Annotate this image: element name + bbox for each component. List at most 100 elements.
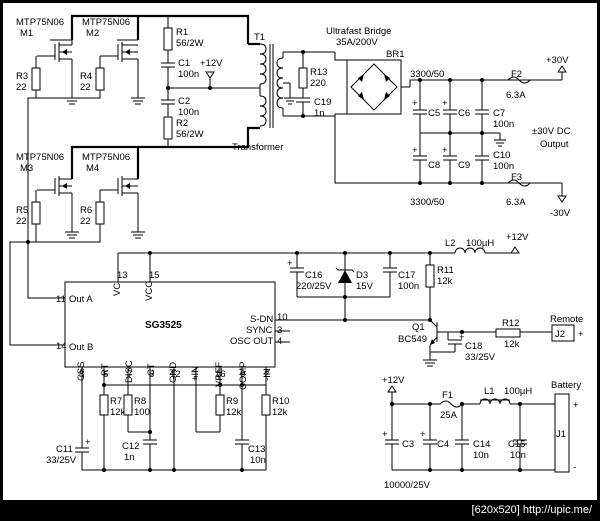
svg-text:3300/50: 3300/50 [410,197,444,208]
svg-text:6: 6 [103,369,108,380]
supply-12v-top: +12V [200,58,223,88]
svg-text:MTP75N06: MTP75N06 [82,17,130,28]
capacitor-c11: + C11 33/25V [46,437,91,470]
mosfet-m2: MTP75N06 M2 [82,17,145,105]
mosfet-m4: MTP75N06 M4 [82,152,145,239]
svg-text:COMP: COMP [238,362,249,391]
svg-text:100n: 100n [493,119,514,130]
svg-text:MTP75N06: MTP75N06 [16,152,64,163]
svg-text:+: + [412,98,418,109]
svg-text:R6: R6 [80,205,92,216]
svg-text:C4: C4 [437,439,449,450]
svg-text:+12V: +12V [506,232,529,243]
svg-text:22: 22 [80,82,91,93]
svg-text:33/25V: 33/25V [46,455,77,466]
fuse-f2: F2 6.3A [506,69,531,101]
svg-text:+: + [459,332,465,343]
svg-text:R7: R7 [110,396,122,407]
svg-text:C19: C19 [314,97,331,108]
svg-text:RT: RT [100,363,111,376]
resistor-r8: R8 100 [123,394,150,433]
svg-text:C16: C16 [305,270,322,281]
svg-text:220/25V: 220/25V [296,281,332,292]
svg-text:R1: R1 [176,27,188,38]
svg-text:6.3A: 6.3A [506,197,526,208]
svg-text:100n: 100n [493,161,514,172]
svg-text:10: 10 [277,312,288,323]
capacitor-c1: C1 100n [161,50,199,88]
svg-text:Remote: Remote [550,314,583,325]
svg-text:VC: VC [112,283,123,296]
svg-text:L2: L2 [445,238,456,249]
svg-text:12k: 12k [226,407,242,418]
capacitor-c7: C7 100n [475,108,514,130]
capacitor-c6: + C6 [442,98,470,119]
svg-text:MTP75N06: MTP75N06 [16,17,64,28]
svg-text:-: - [573,462,576,473]
svg-text:7: 7 [127,369,132,380]
svg-text:M4: M4 [86,163,99,174]
capacitor-c10: C10 100n [475,150,514,172]
svg-text:22: 22 [16,82,27,93]
svg-text:15: 15 [149,270,160,281]
supply-12v-bottom: +12V [382,375,405,404]
svg-text:VCC: VCC [144,281,155,301]
schematic-drawing: MTP75N06 M1 R3 22 MTP75N06 M2 [9,14,584,491]
svg-text:J1: J1 [556,429,566,440]
capacitor-c15: C15 10n [508,404,527,470]
svg-text:+: + [420,429,426,440]
svg-text:12k: 12k [110,407,126,418]
svg-text:BC549: BC549 [398,334,427,345]
svg-text:22: 22 [80,216,91,227]
capacitor-c8: + C8 [412,145,440,171]
svg-text:15V: 15V [356,281,374,292]
svg-text:C15: C15 [508,439,525,450]
svg-text:12k: 12k [272,407,288,418]
capacitor-c19: C19 1n [296,97,331,119]
svg-text:DISC: DISC [124,360,135,383]
capacitor-c14: C14 10n [455,404,490,470]
svg-text:100µH: 100µH [504,386,532,397]
resistor-r4: R4 22 [80,56,105,93]
resistor-r11: R11 12k [425,253,454,320]
svg-text:R4: R4 [80,71,92,82]
svg-text:SYNC: SYNC [246,325,273,336]
capacitor-c3: + C3 10000/25V [382,404,431,491]
transistor-q1: Q1 BC549 [398,319,462,367]
inductor-l2: L2 100µH [445,238,494,254]
svg-text:6.3A: 6.3A [506,90,526,101]
svg-text:L1: L1 [484,386,495,397]
svg-text:C2: C2 [178,96,190,107]
svg-text:56/2W: 56/2W [176,129,203,140]
svg-text:R12: R12 [502,318,519,329]
capacitor-c9: + C9 [442,145,470,171]
svg-text:C6: C6 [458,108,470,119]
svg-text:11: 11 [56,294,66,305]
svg-text:CT: CT [146,363,157,376]
svg-text:M2: M2 [86,28,99,39]
svg-text:2: 2 [264,369,269,380]
svg-text:C10: C10 [493,150,510,161]
svg-text:C14: C14 [473,439,490,450]
resistor-r13: R13 220 [298,52,327,98]
connector-j1-battery: Battery J1 + - [551,380,581,473]
svg-text:C18: C18 [465,341,482,352]
svg-text:Ultrafast Bridge: Ultrafast Bridge [326,26,391,37]
svg-text:14: 14 [56,341,67,352]
svg-text:+: + [578,329,584,340]
resistor-r1: R1 56/2W [163,16,203,51]
capacitor-c4: + C4 [420,404,449,470]
svg-text:3300/50: 3300/50 [410,69,444,80]
svg-text:25A: 25A [440,410,458,421]
svg-text:R2: R2 [176,118,188,129]
svg-text:33/25V: 33/25V [465,352,496,363]
svg-text:10n: 10n [473,450,489,461]
svg-text:R10: R10 [272,396,289,407]
svg-text:-IN: -IN [262,368,273,381]
svg-text:R3: R3 [16,71,28,82]
resistor-r9: R9 12k [196,394,242,433]
resistor-r3: R3 22 [16,56,41,93]
resistor-r7: R7 12k [99,394,126,470]
svg-text:220: 220 [310,78,326,89]
svg-text:22: 22 [16,216,27,227]
